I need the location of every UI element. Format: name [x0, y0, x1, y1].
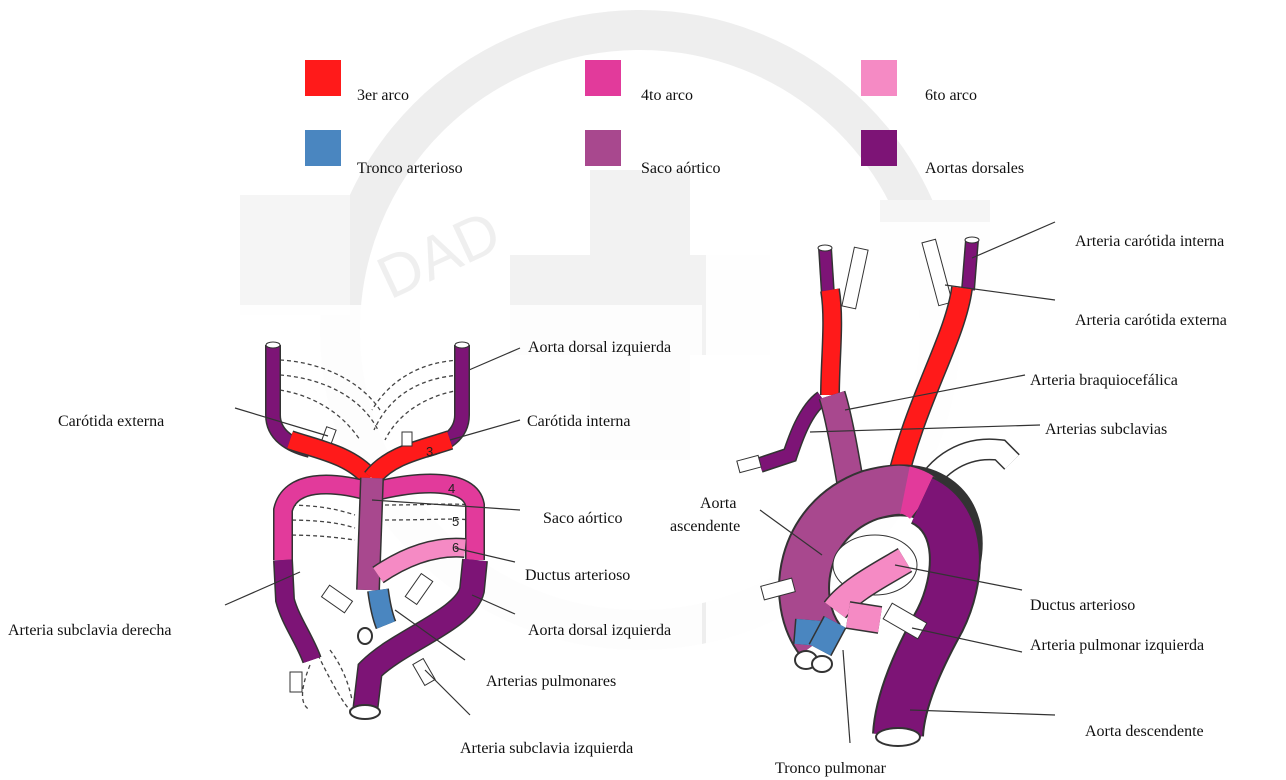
label-aorta-descendente: Aorta descendente	[1085, 723, 1204, 741]
label-arterias-subclavias: Arterias subclavias	[1045, 421, 1167, 439]
label-ductus-arterioso-right: Ductus arterioso	[1030, 597, 1135, 615]
label-arteria-carotida-interna: Arteria carótida interna	[1075, 233, 1224, 251]
label-arteria-braquiocefalica: Arteria braquiocefálica	[1030, 372, 1178, 390]
label-arteria-carotida-externa: Arteria carótida externa	[1075, 312, 1227, 330]
label-tronco-pulmonar: Tronco pulmonar	[775, 760, 886, 778]
label-arteria-pulmonar-izquierda: Arteria pulmonar izquierda	[1030, 637, 1204, 655]
label-aorta: Aorta	[700, 495, 736, 513]
label-ascendente: ascendente	[670, 518, 740, 536]
